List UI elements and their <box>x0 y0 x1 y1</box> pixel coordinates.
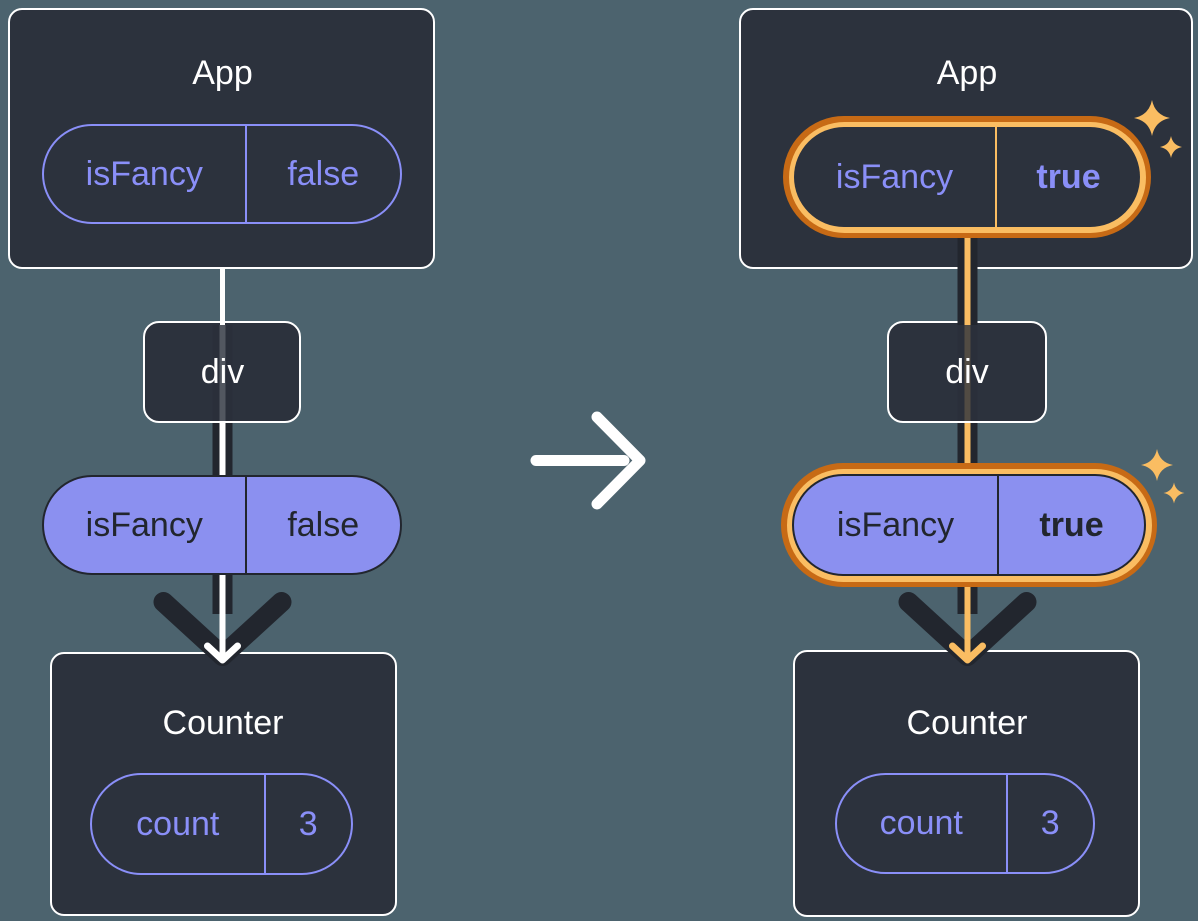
pill-name-label: count <box>837 775 1008 872</box>
pill-value-label: false <box>287 154 360 193</box>
right-app-state-pill: isFancy true <box>794 127 1140 227</box>
pill-value-label: false <box>287 505 360 544</box>
pill-value-label: true <box>1039 505 1104 544</box>
right-prop-arrowhead <box>949 642 986 664</box>
right-app-title: App <box>936 54 998 92</box>
right-counter-title: Counter <box>906 704 1028 742</box>
highlight-ring: isFancy true <box>788 121 1146 233</box>
sparkle-icon <box>1163 482 1185 504</box>
left-app-title: App <box>192 54 253 92</box>
right-counter-state-pill: count 3 <box>835 773 1095 874</box>
sparkle-icon <box>1134 100 1170 136</box>
pill-value-label: 3 <box>298 804 318 843</box>
right-div-node <box>887 321 1047 423</box>
pill-value-label: 3 <box>1040 804 1060 842</box>
highlight-ring: isFancy true <box>786 468 1152 582</box>
left-prop-arrowhead <box>204 642 241 664</box>
left-app-state-pill: isFancy false <box>42 124 402 224</box>
left-div-node <box>143 321 301 423</box>
arrow-right-icon <box>530 411 646 510</box>
right-div-label: div <box>945 353 989 391</box>
pill-name-label: isFancy <box>44 126 247 222</box>
sparkle-icon <box>1141 449 1173 481</box>
pill-name-label: isFancy <box>44 477 247 573</box>
pill-value-label: true <box>1036 157 1101 196</box>
right-app-state-pill-highlight: isFancy true <box>783 116 1151 238</box>
right-prop-pill-highlight: isFancy true <box>781 463 1157 587</box>
pill-name-label: count <box>92 775 266 873</box>
right-prop-pill: isFancy true <box>792 474 1146 576</box>
left-prop-pill: isFancy false <box>42 475 402 575</box>
left-counter-state-pill: count 3 <box>90 773 353 875</box>
sparkle-icon <box>1160 136 1182 158</box>
left-counter-title: Counter <box>162 704 284 742</box>
pill-name-label: isFancy <box>794 476 999 574</box>
pill-name-label: isFancy <box>794 127 997 227</box>
left-div-label: div <box>200 353 245 391</box>
